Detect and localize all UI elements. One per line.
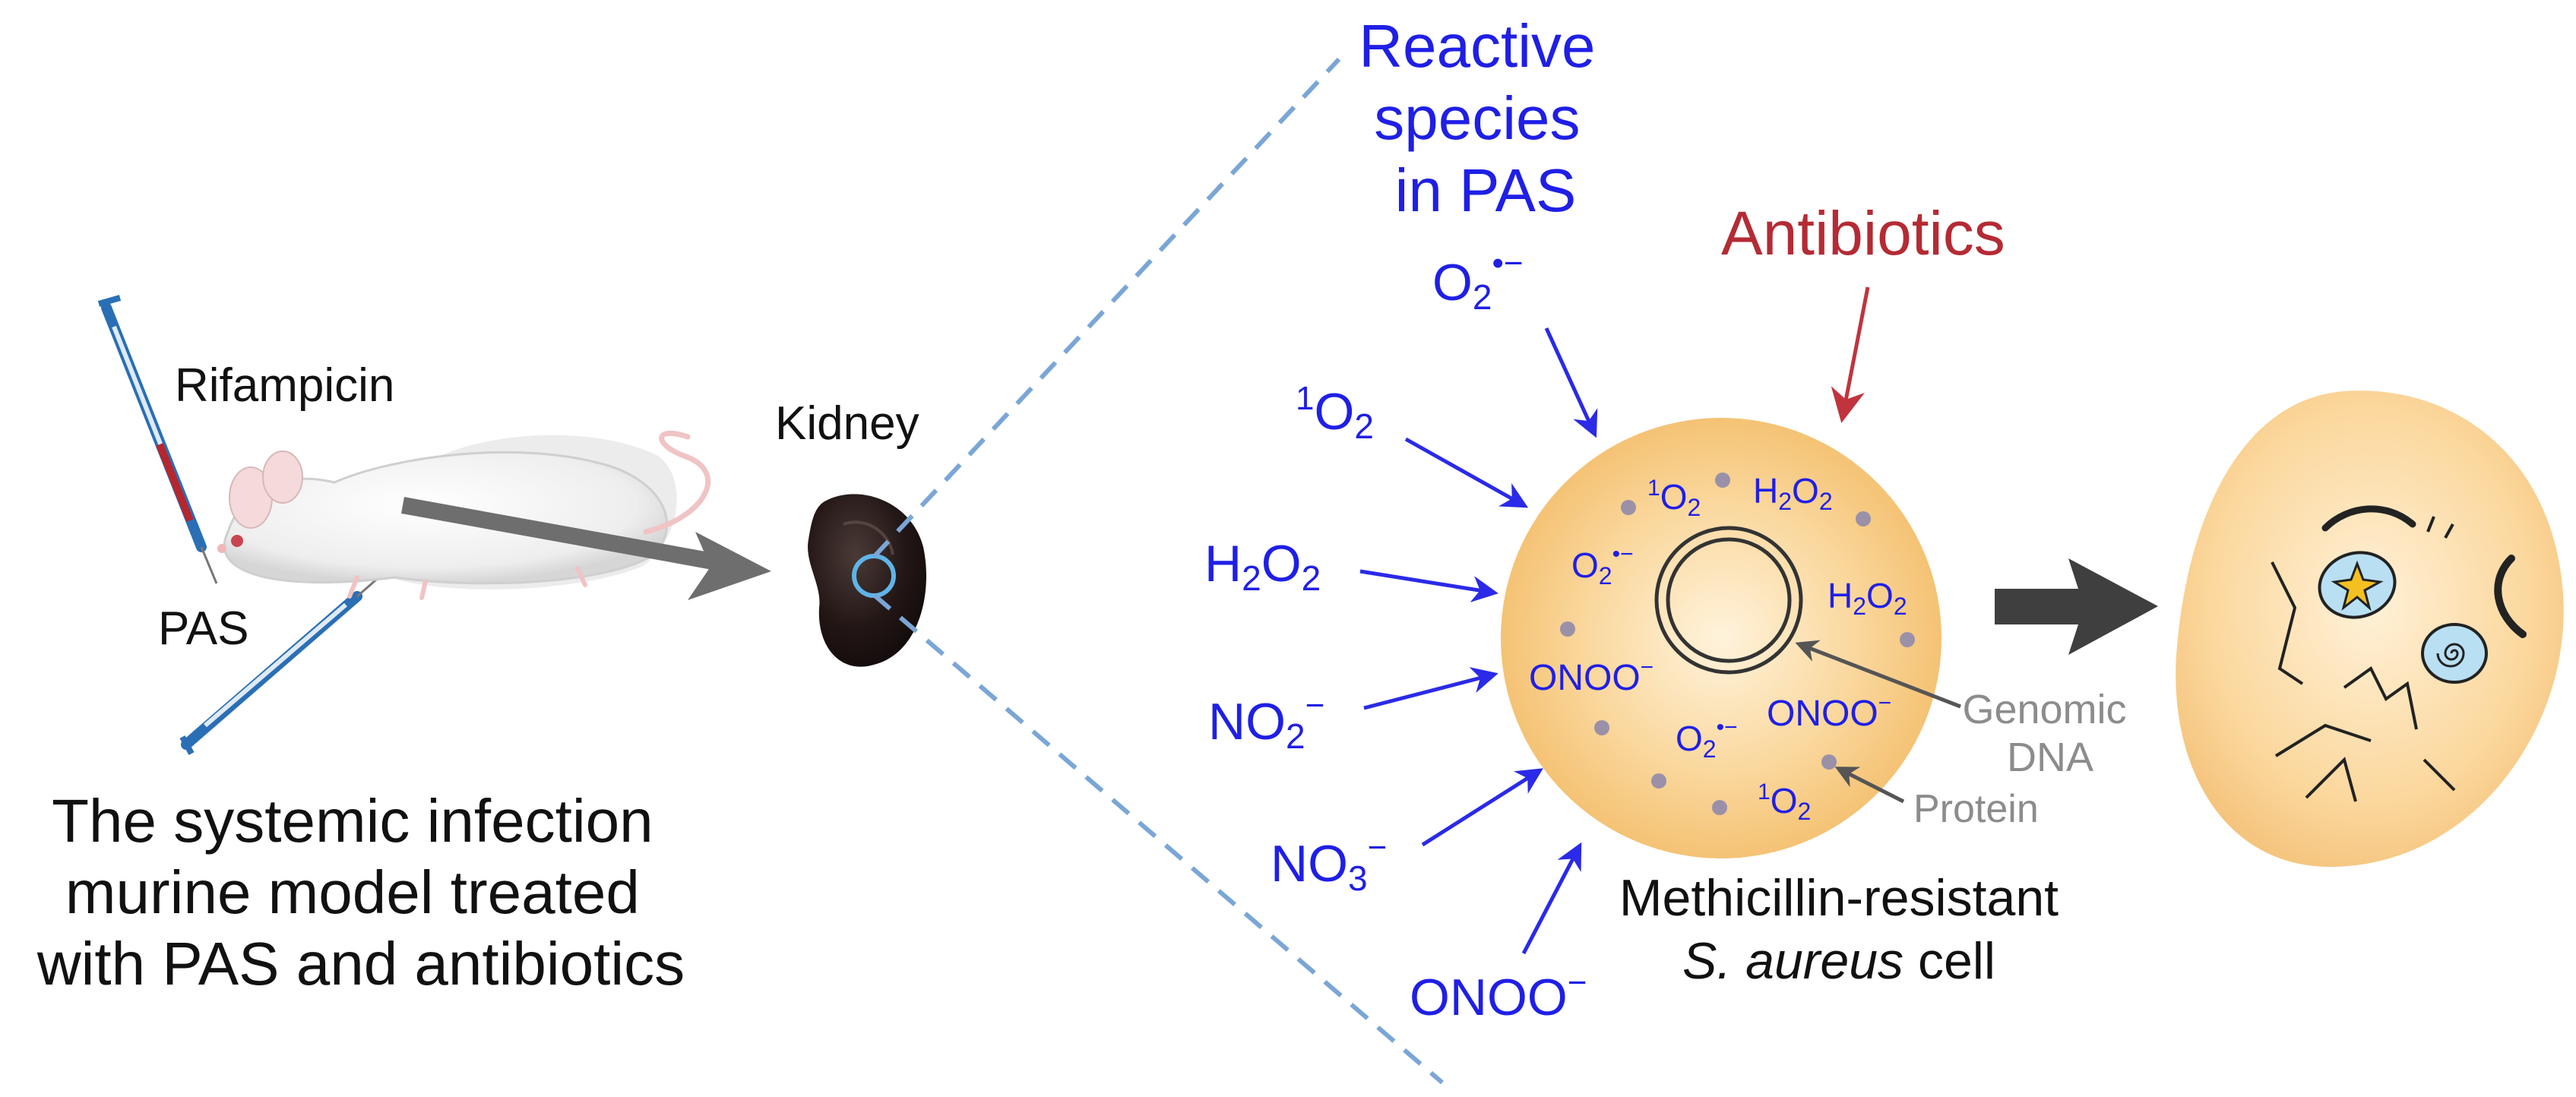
genomic-dna-pointer <box>1795 640 1961 709</box>
protein-dot <box>1594 720 1609 735</box>
reactive-species-title: Reactive species in PAS <box>1359 12 1612 224</box>
species-arrows <box>1359 327 1598 955</box>
species-o2-superoxide-inner-1: O2•− <box>1571 542 1634 590</box>
model-caption-line-1: The systemic infection <box>52 787 653 855</box>
reactive-species-line-2: species <box>1374 84 1580 152</box>
protein-dot <box>1715 473 1730 488</box>
pas-label: PAS <box>158 602 248 655</box>
protein-dot <box>1821 754 1837 770</box>
species-o2-superoxide-inner-2: O2•− <box>1676 715 1738 763</box>
reactive-species-line-3: in PAS <box>1395 156 1577 224</box>
protein-dot <box>1712 800 1727 815</box>
kidney-icon <box>808 494 926 667</box>
protein-dots <box>1560 473 1915 815</box>
species-onoo-inner-2: ONOO− <box>1767 691 1891 734</box>
arrow-no3 <box>1421 768 1543 847</box>
species-singlet-o2-inner-1: 1O2 <box>1647 476 1701 521</box>
genomic-dna-label-line-1: Genomic <box>1962 687 2126 732</box>
genomic-dna-label-line-2: DNA <box>2007 735 2093 780</box>
protein-dot <box>1856 511 1871 526</box>
arrow-h2o2 <box>1359 569 1498 602</box>
zoom-line-top <box>872 57 1341 559</box>
cell-death-arrow <box>1995 558 2158 655</box>
zoom-line-bottom <box>872 593 1444 1085</box>
species-o2-superoxide-outer: O2•− <box>1432 245 1524 317</box>
genomic-dna-icon <box>1654 526 1803 675</box>
species-no2-outer: NO2− <box>1208 687 1324 756</box>
model-caption-line-3: with PAS and antibiotics <box>36 930 685 997</box>
species-singlet-o2-inner-2: 1O2 <box>1758 779 1811 825</box>
antibiotics-label: Antibiotics <box>1721 199 2005 268</box>
rifampicin-label: Rifampicin <box>175 359 394 412</box>
protein-dot <box>1560 621 1575 637</box>
protein-label: Protein <box>1913 787 2039 831</box>
pas-syringe-icon <box>179 568 388 755</box>
mouse-to-kidney-arrow <box>401 497 771 600</box>
protein-dot <box>1621 500 1636 515</box>
model-caption-line-2: murine model treated <box>65 858 640 926</box>
kidney-label: Kidney <box>775 397 919 450</box>
cell-caption-line-1: Methicillin-resistant <box>1619 869 2059 927</box>
species-singlet-o2-outer: 1O2 <box>1296 380 1374 446</box>
protein-dot <box>1900 632 1915 647</box>
protein-pointer <box>1834 767 1905 804</box>
species-h2o2-inner-1: H2O2 <box>1753 471 1833 515</box>
species-onoo-outer: ONOO− <box>1410 964 1587 1026</box>
dead-bacterium-icon <box>2176 390 2564 868</box>
mrsa-cell <box>1501 418 1941 858</box>
genomic-dna-label: Genomic DNA <box>1962 687 2138 780</box>
reactive-species-line-1: Reactive <box>1359 12 1595 80</box>
arrow-o2-superoxide <box>1544 327 1598 438</box>
cell-caption-line-2: S. aureus cell <box>1682 932 1995 990</box>
model-caption: The systemic infection murine model trea… <box>36 787 685 997</box>
species-no3-outer: NO3− <box>1271 829 1387 898</box>
arrow-no2 <box>1363 667 1498 710</box>
protein-dot <box>1651 773 1666 789</box>
species-onoo-inner-1: ONOO− <box>1529 655 1654 698</box>
arrow-onoo <box>1521 842 1582 955</box>
arrow-singlet-o2 <box>1404 437 1529 508</box>
species-h2o2-inner-2: H2O2 <box>1828 576 1907 620</box>
species-h2o2-outer: H2O2 <box>1204 535 1321 598</box>
rifampicin-syringe-icon <box>97 295 218 584</box>
antibiotics-arrow <box>1831 286 1870 423</box>
